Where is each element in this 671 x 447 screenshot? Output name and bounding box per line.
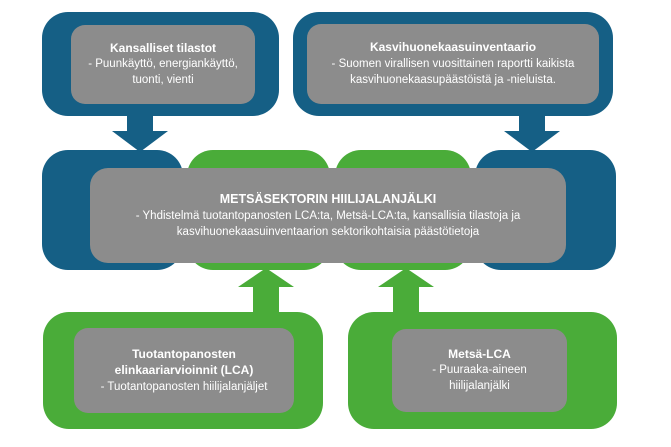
node-ghg-inventory: Kasvihuonekaasuinventaario - Suomen vira… [293, 12, 613, 116]
arrow-up-left-icon [238, 268, 294, 314]
node-forest-sector-footprint-title: METSÄSEKTORIN HIILIJALANJÄLKI [219, 191, 437, 206]
arrow-down-right-icon [504, 114, 560, 152]
node-forest-sector-footprint: METSÄSEKTORIN HIILIJALANJÄLKI - Yhdistel… [90, 168, 566, 263]
node-ghg-inventory-body: - Suomen virallisen vuosittainen raportt… [331, 57, 575, 86]
node-national-statistics: Kansalliset tilastot - Puunkäyttö, energ… [42, 12, 279, 116]
arrow-down-left-icon [112, 114, 168, 152]
node-national-statistics-body: - Puunkäyttö, energiankäyttö,tuonti, vie… [88, 58, 238, 87]
node-forest-sector-footprint-body: - Yhdistelmä tuotantopanosten LCA:ta, Me… [135, 209, 521, 238]
node-ghg-inventory-title: Kasvihuonekaasuinventaario [369, 40, 537, 55]
node-forest-lca-title: Metsä-LCA [448, 346, 511, 361]
node-ghg-inventory-panel: Kasvihuonekaasuinventaario - Suomen vira… [307, 24, 599, 104]
node-national-statistics-panel: Kansalliset tilastot - Puunkäyttö, energ… [71, 25, 255, 104]
arrow-up-right-icon [378, 268, 434, 314]
node-national-statistics-title: Kansalliset tilastot [109, 40, 217, 55]
node-input-lca-body: - Tuotantopanosten hiilijalanjäljet [100, 380, 268, 393]
